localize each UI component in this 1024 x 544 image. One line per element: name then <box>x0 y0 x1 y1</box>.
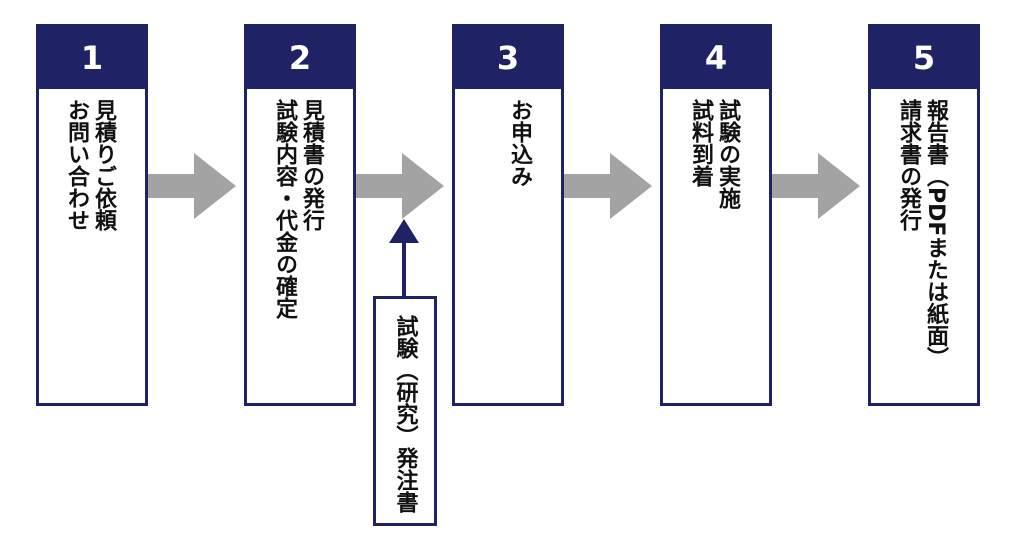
step-number-3: 3 <box>455 27 561 89</box>
up-arrow-icon <box>389 219 419 297</box>
order-document-box: 試験（研究）発注書 <box>373 296 437 526</box>
step-box-5: 5 報告書（PDFまたは紙面） 請求書の発行 <box>868 24 980 406</box>
order-document-label: 試験（研究）発注書 <box>392 315 418 513</box>
step-text-2: 見積書の発行 試験内容・代金の確定 <box>272 99 324 319</box>
step-text-5: 報告書（PDFまたは紙面） 請求書の発行 <box>896 99 948 369</box>
step-box-3: 3 お申込み <box>452 24 564 406</box>
step-number-4: 4 <box>663 27 769 89</box>
right-arrow-icon <box>772 153 860 219</box>
step-number-1: 1 <box>39 27 145 89</box>
right-arrow-icon <box>564 153 652 219</box>
right-arrow-icon <box>356 153 444 219</box>
step-number-5: 5 <box>871 27 977 89</box>
step-text-1: 見積りご依頼 お問い合わせ <box>64 99 116 231</box>
step-text-4: 試験の実施 試料到着 <box>688 99 740 209</box>
step-box-1: 1 見積りご依頼 お問い合わせ <box>36 24 148 406</box>
step-box-4: 4 試験の実施 試料到着 <box>660 24 772 406</box>
step-number-2: 2 <box>247 27 353 89</box>
step-box-2: 2 見積書の発行 試験内容・代金の確定 <box>244 24 356 406</box>
right-arrow-icon <box>148 153 236 219</box>
step-text-3: お申込み <box>507 99 532 187</box>
